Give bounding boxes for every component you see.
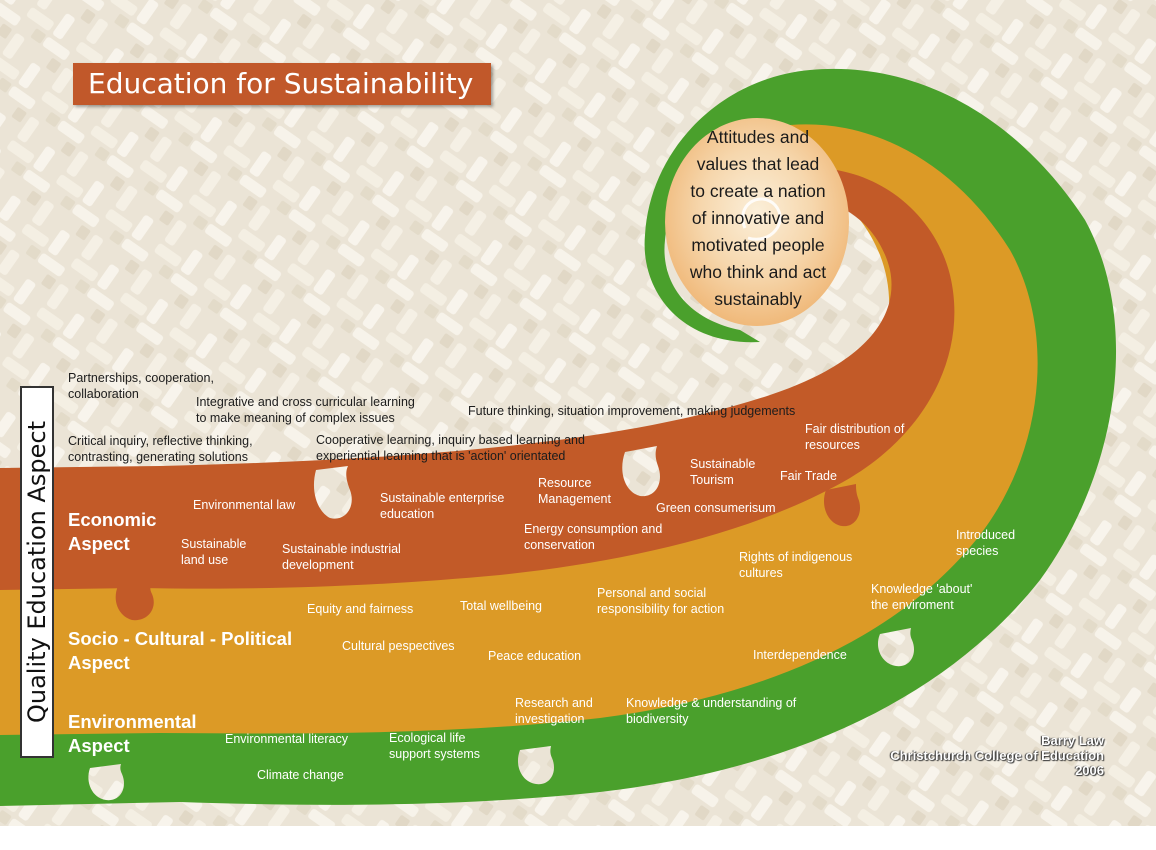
label-equity-fairness: Equity and fairness [307,602,414,616]
center-line: sustainably [714,289,802,309]
aspect-line: Aspect [68,533,130,554]
label-cooperative-learning: Cooperative learning, inquiry based lear… [316,433,585,463]
center-line: values that lead [696,154,820,174]
environmental-aspect-heading: Environmental Aspect [68,710,197,758]
label-fair-trade: Fair Trade [780,469,837,483]
aspect-line: Economic [68,509,157,530]
center-line: Attitudes and [706,127,810,147]
label-critical-inquiry: Critical inquiry, reflective thinking,co… [68,434,253,464]
center-line: motivated people [691,235,825,255]
economic-band [0,168,955,590]
socio-aspect-heading: Socio - Cultural - Political Aspect [68,627,292,675]
economic-aspect-heading: Economic Aspect [68,508,156,556]
label-integrative: Integrative and cross curricular learnin… [196,395,415,425]
label-knowledge-about: Knowledge 'about'the enviroment [871,582,973,612]
label-peace-education: Peace education [488,649,582,663]
aspect-line: Environmental [68,711,197,732]
aspect-line: Aspect [68,735,130,756]
quality-education-text: Quality Education Aspect [23,420,51,724]
aspect-line: Socio - Cultural - Political [68,628,293,649]
label-future-thinking: Future thinking, situation improvement, … [468,404,796,418]
label-interdependence: Interdependence [753,648,847,662]
aspect-line: Aspect [68,652,130,673]
page-title: Education for Sustainability [73,63,491,105]
label-environmental-literacy: Environmental literacy [225,732,348,746]
puzzle-notches [88,446,915,801]
label-green-consumerism: Green consumerisum [656,501,776,515]
label-partnerships: Partnerships, cooperation,collaboration [68,371,214,401]
center-line: to create a nation [690,181,826,201]
attitudes-core [665,118,849,326]
spiral-swirl [741,197,782,241]
center-line: who think and act [689,262,827,282]
center-text: Attitudes and values that lead to create… [660,124,856,313]
author-credit: Barry Law Christchurch College of Educat… [890,733,1104,778]
label-cultural-perspectives: Cultural pespectives [342,639,455,653]
center-line: of innovative and [691,208,825,228]
label-total-wellbeing: Total wellbeing [460,599,542,613]
quality-education-label: Quality Education Aspect [20,386,54,758]
label-environmental-law: Environmental law [193,498,296,512]
label-climate-change: Climate change [257,768,344,782]
